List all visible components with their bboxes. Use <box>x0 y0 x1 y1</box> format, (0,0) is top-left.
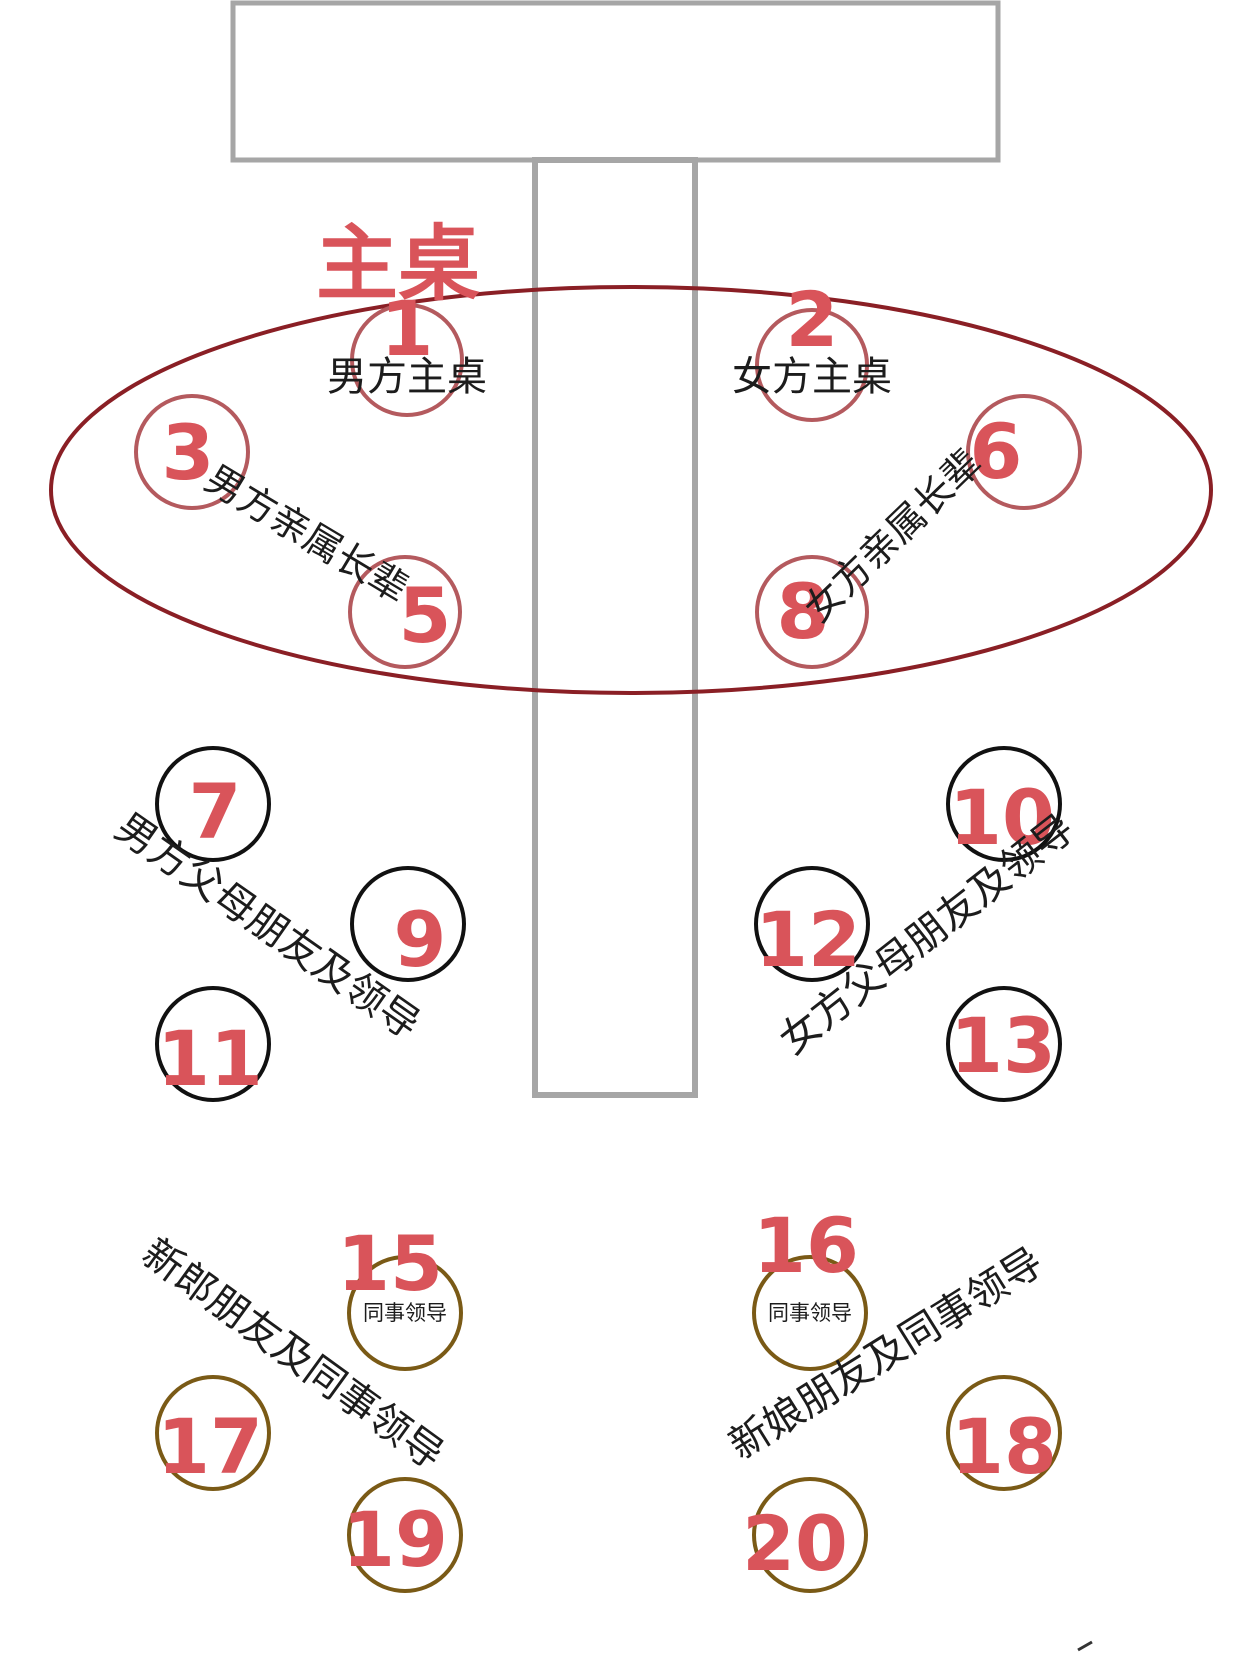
table-12-circle <box>754 866 870 982</box>
label-groom-main: 男方主桌 <box>327 354 487 400</box>
table-number: 16 <box>753 1201 859 1290</box>
table-5-circle <box>348 555 462 669</box>
aisle-rect <box>532 157 698 1098</box>
table-8-circle <box>755 555 869 669</box>
table-number: 2 <box>786 275 839 364</box>
table-number: 3 <box>162 408 215 497</box>
table-15-inner-label: 同事领导 <box>363 1301 447 1325</box>
table-number: 1 <box>381 284 434 373</box>
table-number: 20 <box>742 1499 848 1588</box>
table-3-circle <box>134 394 250 510</box>
label-groom-parents-friends: 男方父母朋友及领导 <box>107 804 428 1048</box>
table-11-circle <box>155 986 271 1102</box>
table-number: 18 <box>951 1402 1057 1491</box>
table-20-circle <box>752 1477 868 1593</box>
table-number: 7 <box>189 767 242 856</box>
table-circles <box>134 303 1082 1593</box>
table-16-circle <box>752 1255 868 1371</box>
stage-rect <box>230 0 1001 163</box>
table-10-circle <box>946 746 1062 862</box>
table-number: 13 <box>950 1001 1056 1090</box>
corner-mark <box>1077 1640 1093 1652</box>
table-numbers: 1 2 3 5 6 8 7 9 10 11 12 13 15 16 17 18 … <box>157 275 1057 1588</box>
label-groom-elders: 男方亲属长辈 <box>198 456 416 611</box>
table-6-circle <box>966 394 1082 510</box>
main-table-ellipse <box>49 285 1213 695</box>
table-17-circle <box>155 1375 271 1491</box>
label-bride-main: 女方主桌 <box>732 354 892 400</box>
table-number: 6 <box>970 407 1023 496</box>
table-18-circle <box>946 1375 1062 1491</box>
table-2-circle <box>755 308 869 422</box>
label-bride-elders: 女方亲属长辈 <box>796 441 991 631</box>
table-16-inner-label: 同事领导 <box>768 1301 852 1325</box>
table-number: 11 <box>157 1014 263 1103</box>
table-number: 5 <box>399 571 452 660</box>
table-number: 15 <box>337 1219 443 1308</box>
table-number: 10 <box>949 773 1055 862</box>
table-1-circle <box>350 303 464 417</box>
table-15-circle <box>347 1255 463 1371</box>
table-number: 17 <box>157 1402 263 1491</box>
table-7-circle <box>155 746 271 862</box>
table-number: 12 <box>755 895 861 984</box>
table-19-circle <box>347 1477 463 1593</box>
table-number: 19 <box>342 1495 448 1584</box>
table-13-circle <box>946 986 1062 1102</box>
table-9-circle <box>350 866 466 982</box>
main-table-title: 主桌 <box>316 217 480 312</box>
table-number: 8 <box>777 567 830 656</box>
table-number: 9 <box>394 895 447 984</box>
